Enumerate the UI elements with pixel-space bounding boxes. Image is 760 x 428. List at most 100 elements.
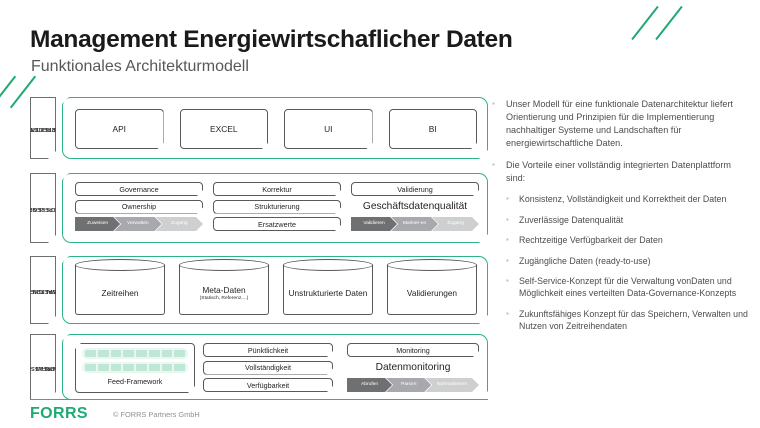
- chevron-strip-validieren: Validieren Markier-en Zugang: [351, 217, 479, 231]
- bullet-panel: ▪ Unser Modell für eine funktionale Date…: [492, 98, 750, 340]
- feed-grid-cell: [85, 364, 96, 371]
- box-korrektur[interactable]: Korrektur: [213, 182, 341, 196]
- feed-grid-cell: [123, 364, 134, 371]
- chevron-zuweisen[interactable]: Zuweisen: [75, 217, 120, 231]
- bullet-marker-icon: ▪: [506, 235, 509, 245]
- channel-box-bi[interactable]: BI: [389, 109, 478, 149]
- feed-grid-cell: [136, 364, 147, 371]
- bullet-marker-icon: ▪: [506, 214, 509, 224]
- layer-speichern-verwalten: SPEICHERN & VERWALTEN Zeitreihen Meta-Da…: [30, 256, 488, 324]
- cylinder-label: Validierungen: [406, 287, 458, 298]
- chevron-parsen[interactable]: Parsen: [386, 378, 431, 392]
- channel-row: API EXCEL UI BI: [75, 109, 477, 149]
- bullet-text: Unser Modell für eine funktionale Datena…: [506, 99, 733, 148]
- chevron-strip-abrufen: Abrufen Parsen Normalisieren: [347, 378, 479, 392]
- feed-grid-cell: [174, 350, 185, 357]
- box-ersatzwerte[interactable]: Ersatzwerte: [213, 217, 341, 231]
- feed-grid-cell: [162, 350, 173, 357]
- bullet-marker-icon: ▪: [506, 255, 509, 265]
- chevron-validieren[interactable]: Validieren: [351, 217, 397, 231]
- box-validierung[interactable]: Validierung: [351, 182, 479, 196]
- layer-tab-pflegen-validieren: PFLEGEN & VALIDIEREN: [30, 173, 56, 243]
- layer-tab-speichern-verwalten: SPEICHERN & VERWALTEN: [30, 256, 56, 324]
- bullet-subtext: Self-Service-Konzept für die Verwaltung …: [519, 276, 737, 299]
- bullet-marker-icon: ▪: [492, 159, 495, 169]
- cylinder-top-icon: [179, 259, 269, 271]
- bullet-sublist: ▪ Konsistenz, Vollständigkeit und Korrek…: [492, 193, 750, 332]
- label-datenmonitoring: Datenmonitoring: [375, 362, 451, 373]
- chevron-zugang[interactable]: Zugang: [432, 217, 479, 231]
- bullet-subitem: ▪ Self-Service-Konzept für die Verwaltun…: [492, 275, 750, 300]
- feed-grid-cell: [174, 364, 185, 371]
- slash-mark: [631, 5, 659, 41]
- layer-tab-erfassen-sammeln: ERFASSEN & SAMMELN: [30, 334, 56, 400]
- channel-box-ui[interactable]: UI: [284, 109, 373, 149]
- layer-panel-speichern-verwalten: Zeitreihen Meta-Daten (Statisch, Referen…: [62, 256, 488, 324]
- cylinder-label: Unstrukturierte Daten: [288, 287, 368, 298]
- bullet-subtext: Rechtzeitige Verfügbarkeit der Daten: [519, 235, 663, 246]
- chevron-zugang[interactable]: Zugang: [156, 217, 203, 231]
- layer-pflegen-validieren: PFLEGEN & VALIDIEREN Governance Ownershi…: [30, 173, 488, 243]
- feed-grid-cell: [149, 350, 160, 357]
- cylinder-sublabel: (Statisch, Referenz,...): [199, 296, 249, 302]
- box-puenktlichkeit[interactable]: Pünktlichkeit: [203, 343, 333, 357]
- feed-framework-caption: Feed-Framework: [107, 377, 163, 386]
- bullet-subtext: Zukunftsfähiges Konzept für das Speicher…: [519, 308, 748, 331]
- chevron-markieren[interactable]: Markier-en: [391, 217, 438, 231]
- cylinder-row: Zeitreihen Meta-Daten (Statisch, Referen…: [75, 265, 477, 315]
- layer-bereitstellen-verteilen: BEREITSTELLEN & VERTEILEN API EXCEL UI B…: [30, 97, 488, 159]
- box-verfuegbarkeit[interactable]: Verfügbarkeit: [203, 378, 333, 392]
- cylinder-top-icon: [75, 259, 165, 271]
- bullet-subitem: ▪ Zukunftsfähiges Konzept für das Speich…: [492, 308, 750, 333]
- forrs-logo: FORRS: [30, 405, 88, 422]
- column-geschaeftsdatenqualitaet: Validierung Geschäftsdatenqualität Valid…: [351, 182, 479, 238]
- chevron-verwalten[interactable]: Verwalten: [114, 217, 161, 231]
- feed-grid-row: [82, 348, 188, 359]
- channel-box-api[interactable]: API: [75, 109, 164, 149]
- bullet-marker-icon: ▪: [492, 99, 495, 108]
- box-ownership[interactable]: Ownership: [75, 200, 203, 214]
- bullet-item: ▪ Die Vorteile einer vollständig integri…: [492, 159, 750, 185]
- bullet-subitem: ▪ Konsistenz, Vollständigkeit und Korrek…: [492, 193, 750, 205]
- cylinder-top-icon: [387, 259, 477, 271]
- database-cylinder-validierungen[interactable]: Validierungen: [387, 265, 477, 315]
- cylinder-top-icon: [283, 259, 373, 271]
- box-vollstaendigkeit[interactable]: Vollständigkeit: [203, 361, 333, 375]
- bullet-subitem: ▪ Zuverlässige Datenqualität: [492, 214, 750, 226]
- bullet-subtext: Konsistenz, Vollständigkeit und Korrekth…: [519, 194, 727, 205]
- box-strukturierung[interactable]: Strukturierung: [213, 200, 341, 214]
- bullet-subtext: Zuverlässige Datenqualität: [519, 214, 624, 225]
- feed-grid-cell: [149, 364, 160, 371]
- chevron-strip-zuweisen: Zuweisen Verwalten Zugang: [75, 217, 203, 231]
- column-datenmonitoring: Monitoring Datenmonitoring Abrufen Parse…: [347, 343, 479, 399]
- chevron-normalisieren[interactable]: Normalisieren: [425, 378, 479, 392]
- feed-grid-cell: [111, 350, 122, 357]
- architecture-diagram: BEREITSTELLEN & VERTEILEN API EXCEL UI B…: [0, 0, 490, 428]
- cylinder-label: Zeitreihen: [101, 287, 139, 298]
- bullet-subtext: Zugängliche Daten (ready-to-use): [519, 255, 651, 266]
- database-cylinder-unstrukturierte-daten[interactable]: Unstrukturierte Daten: [283, 265, 373, 315]
- layer-erfassen-sammeln: ERFASSEN & SAMMELN: [30, 334, 488, 400]
- layer-tab-bereitstellen-verteilen: BEREITSTELLEN & VERTEILEN: [30, 97, 56, 159]
- box-governance[interactable]: Governance: [75, 182, 203, 196]
- box-monitoring[interactable]: Monitoring: [347, 343, 479, 357]
- label-geschaeftsdatenqualitaet: Geschäftsdatenqualität: [362, 201, 468, 212]
- bullet-text: Die Vorteile einer vollständig integrier…: [506, 159, 731, 183]
- bullet-subitem: ▪ Rechtzeitige Verfügbarkeit der Daten: [492, 234, 750, 246]
- feed-grid-cell: [98, 364, 109, 371]
- layer-panel-bereitstellen-verteilen: API EXCEL UI BI: [62, 97, 488, 159]
- database-cylinder-zeitreihen[interactable]: Zeitreihen: [75, 265, 165, 315]
- layer-panel-pflegen-validieren: Governance Ownership Zuweisen Verwalten …: [62, 173, 488, 243]
- decorative-slashes-top-right: [628, 4, 698, 44]
- bullet-item: ▪ Unser Modell für eine funktionale Date…: [492, 98, 750, 150]
- feed-framework-block[interactable]: Feed-Framework: [75, 343, 195, 393]
- slash-mark: [655, 5, 683, 41]
- channel-box-excel[interactable]: EXCEL: [180, 109, 269, 149]
- feed-grid-cell: [111, 364, 122, 371]
- database-cylinder-meta-daten[interactable]: Meta-Daten (Statisch, Referenz,...): [179, 265, 269, 315]
- column-datenqualitaet-kriterien: Pünktlichkeit Vollständigkeit Verfügbark…: [203, 343, 333, 399]
- bullet-subitem: ▪ Zugängliche Daten (ready-to-use): [492, 255, 750, 267]
- feed-grid-cell: [98, 350, 109, 357]
- chevron-abrufen[interactable]: Abrufen: [347, 378, 392, 392]
- bullet-marker-icon: ▪: [506, 276, 509, 285]
